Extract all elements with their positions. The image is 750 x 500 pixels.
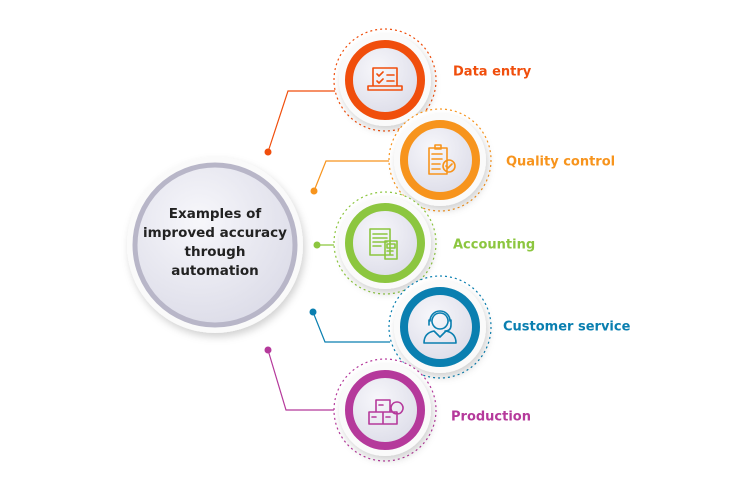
- color-ring: [400, 120, 480, 200]
- connector-dot: [310, 187, 318, 195]
- node-production: [333, 358, 437, 462]
- laptop-checklist-icon: [367, 67, 403, 91]
- item-label: Quality control: [506, 154, 616, 170]
- color-ring: [345, 370, 425, 450]
- center-circle: [127, 157, 303, 333]
- document-calculator-icon: [369, 228, 398, 260]
- clipboard-check-icon: [428, 144, 456, 175]
- headset-agent-icon: [423, 310, 457, 344]
- item-label: Accounting: [453, 237, 536, 253]
- node-customer-service: [388, 275, 492, 379]
- connector-dot: [264, 148, 272, 156]
- connector-dot: [264, 346, 272, 354]
- boxes-gear-icon: [368, 399, 404, 425]
- color-ring: [345, 40, 425, 120]
- item-label: Customer service: [503, 319, 631, 335]
- node-data-entry: [333, 28, 437, 132]
- item-label: Data entry: [453, 64, 532, 80]
- connector-line: [313, 160, 390, 192]
- item-label: Production: [451, 409, 531, 425]
- center-title: Examples of improved accuracy through au…: [143, 206, 287, 279]
- connector-dot: [309, 308, 317, 316]
- node-quality-control: [388, 108, 492, 212]
- color-ring: [400, 287, 480, 367]
- connector-dot: [313, 241, 321, 249]
- connector-line: [312, 311, 390, 343]
- connector-line: [267, 349, 335, 411]
- connector-line: [267, 90, 335, 153]
- node-accounting: [333, 191, 437, 295]
